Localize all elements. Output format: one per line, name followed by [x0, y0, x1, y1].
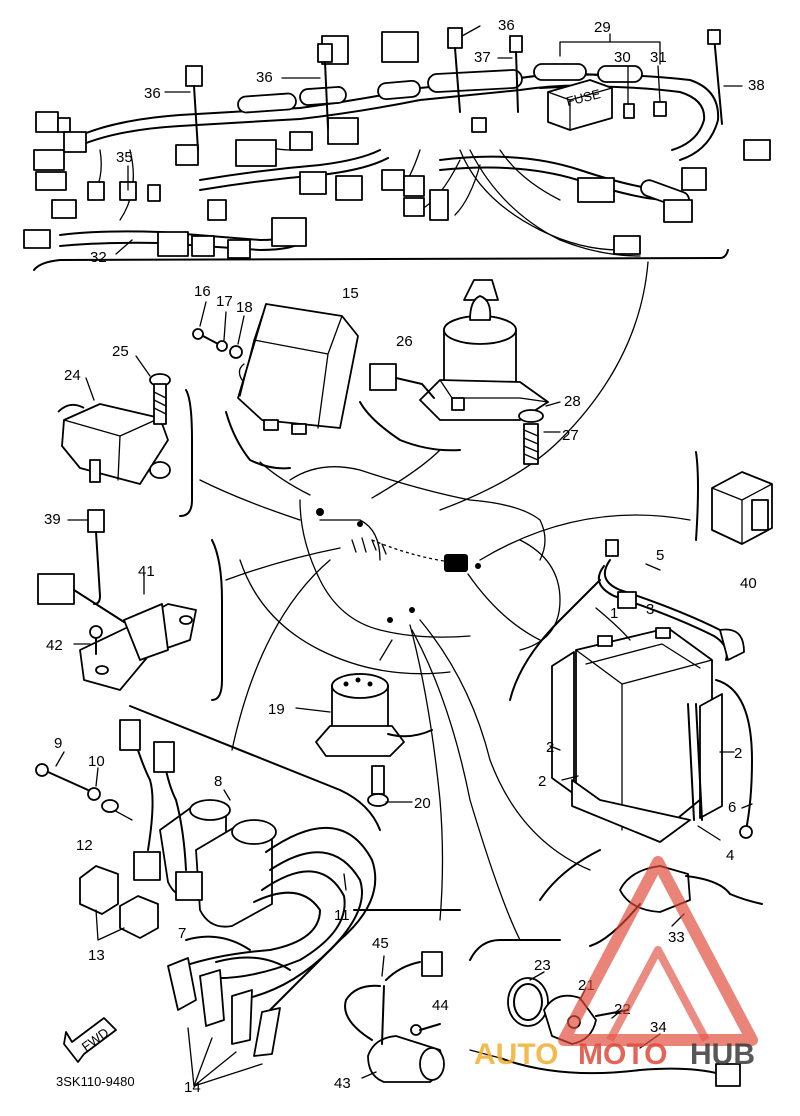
callout-12: 12: [76, 837, 93, 854]
callout-29: 29: [594, 19, 611, 36]
callout-44: 44: [432, 997, 449, 1014]
callout-2a: 2: [546, 739, 554, 756]
callout-32: 32: [90, 249, 107, 266]
cable-band: [185, 27, 723, 151]
wire-harness: FUSE: [23, 25, 771, 271]
callout-43: 43: [334, 1075, 351, 1092]
section-brackets: [129, 389, 699, 961]
callout-8: 8: [214, 773, 222, 790]
bolt-42: [73, 625, 103, 655]
callout-20: 20: [414, 795, 431, 812]
callout-5: 5: [656, 547, 664, 564]
watermark-logo: [558, 856, 758, 1046]
main-switch: [369, 279, 549, 421]
part-code: 3SK110-9480: [56, 1074, 135, 1089]
callout-15: 15: [342, 285, 359, 302]
callout-13: 13: [88, 947, 105, 964]
bracket-41: [37, 573, 197, 691]
callout-23: 23: [534, 957, 551, 974]
ignition-coil: [109, 719, 377, 1087]
cdi-unit: [237, 303, 359, 435]
callout-26: 26: [396, 333, 413, 350]
callout-17: 17: [216, 293, 233, 310]
callout-39: 39: [44, 511, 61, 528]
sensor-43: [344, 951, 445, 1083]
callout-40: 40: [740, 575, 757, 592]
callout-45: 45: [372, 935, 389, 952]
callout-27: 27: [562, 427, 579, 444]
callout-36c: 36: [498, 17, 515, 34]
callout-9: 9: [54, 735, 62, 752]
callout-labels: 1 2 2 2 3 4 5 6 7 8 9 10 11 12 13 14 15 …: [44, 17, 765, 1096]
starter-relay: [295, 673, 433, 757]
callout-37: 37: [474, 49, 491, 66]
callout-33: 33: [668, 929, 685, 946]
callout-7: 7: [178, 925, 186, 942]
callout-38: 38: [748, 77, 765, 94]
callout-34: 34: [650, 1019, 667, 1036]
callout-2b: 2: [538, 773, 546, 790]
callout-18: 18: [236, 299, 253, 316]
bolt-27: [518, 401, 561, 465]
callout-14: 14: [184, 1079, 201, 1096]
callout-30: 30: [614, 49, 631, 66]
callout-1: 1: [610, 605, 618, 622]
assembly-leader-lines: [199, 261, 691, 941]
bolt-25: [85, 355, 171, 425]
bolt-9: [35, 751, 119, 813]
callout-31: 31: [650, 49, 667, 66]
callout-2c: 2: [734, 745, 742, 762]
cover-13: [79, 865, 159, 941]
callout-24: 24: [64, 367, 81, 384]
relay-40: [711, 471, 773, 545]
fwd-arrow: FWD: [63, 1017, 117, 1063]
callout-19: 19: [268, 701, 285, 718]
callout-28: 28: [564, 393, 581, 410]
callout-41: 41: [138, 563, 155, 580]
callout-10: 10: [88, 753, 105, 770]
watermark-text: AUTO MOTO HUB: [474, 1038, 755, 1071]
rectifier-regulator: [57, 403, 171, 485]
callout-4: 4: [726, 847, 734, 864]
callout-6: 6: [728, 799, 736, 816]
callout-16: 16: [194, 283, 211, 300]
callout-35: 35: [116, 149, 133, 166]
callout-36a: 36: [144, 85, 161, 102]
watermark-part2: MOTO: [578, 1038, 667, 1071]
watermark-part1: AUTO: [474, 1038, 558, 1071]
bolt-16: [192, 301, 245, 359]
callout-3: 3: [646, 601, 654, 618]
battery-cables: [549, 539, 753, 841]
watermark-part3: HUB: [690, 1038, 755, 1071]
callout-11: 11: [334, 907, 350, 924]
callout-36b: 36: [256, 69, 273, 86]
callout-25: 25: [112, 343, 129, 360]
fuse-box: FUSE: [547, 79, 667, 131]
bolt-20: [367, 765, 413, 807]
callout-42: 42: [46, 637, 63, 654]
battery: [551, 627, 723, 843]
